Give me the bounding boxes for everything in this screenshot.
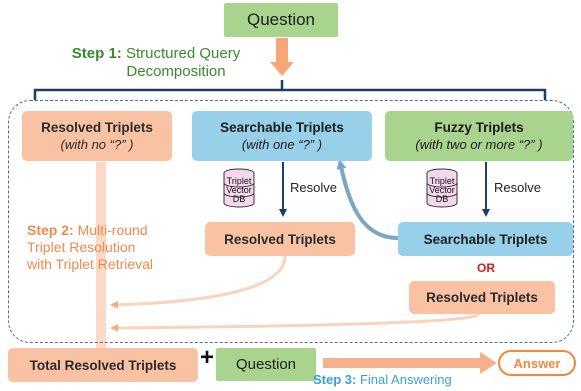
resolved-mid-title: Resolved Triplets bbox=[224, 231, 336, 247]
decomposition-bracket bbox=[33, 88, 547, 100]
fuzzy-triplets-top: Fuzzy Triplets (with two or more “?” ) bbox=[385, 111, 573, 161]
answer-label: Answer bbox=[513, 355, 561, 371]
final-arrow-shaft bbox=[323, 358, 483, 368]
final-arrow-head bbox=[480, 352, 497, 374]
question-down-arrow-shaft bbox=[276, 38, 288, 62]
step3-prefix: Step 3: bbox=[313, 372, 357, 387]
db-left-line3: DB bbox=[232, 194, 246, 204]
resolved-top-sub: (with no “?” ) bbox=[60, 137, 134, 152]
db-right-line2: Vector bbox=[429, 185, 455, 195]
resolved-triplets-mid: Resolved Triplets bbox=[205, 222, 355, 256]
question-box-bottom: Question bbox=[216, 348, 316, 381]
step2-label: Step 2: Multi-round Triplet Resolution w… bbox=[27, 222, 187, 273]
db-left-line1: Triplet bbox=[226, 176, 252, 186]
fuzzy-top-title: Fuzzy Triplets bbox=[434, 120, 524, 135]
resolved-triplets-top: Resolved Triplets (with no “?” ) bbox=[22, 111, 172, 161]
plus-sign: + bbox=[199, 344, 214, 371]
searchable-top-title: Searchable Triplets bbox=[220, 120, 344, 135]
db-left-line2: Vector bbox=[226, 185, 252, 195]
step3-label: Step 3: Final Answering bbox=[313, 372, 452, 387]
resolved-pipe bbox=[96, 162, 106, 348]
triplet-vector-db-icon: Triplet Vector DB bbox=[222, 168, 256, 208]
question-bottom-label: Question bbox=[235, 356, 297, 373]
question-top-label: Question bbox=[246, 10, 316, 29]
resolve-label-left: Resolve bbox=[290, 180, 337, 195]
resolve-label-right: Resolve bbox=[494, 180, 541, 195]
db-right-line3: DB bbox=[435, 194, 449, 204]
resolution-dashed-container bbox=[8, 100, 574, 343]
step2-text-line2: Triplet Resolution bbox=[27, 239, 136, 255]
resolved-top-title: Resolved Triplets bbox=[41, 120, 153, 135]
step1-text-line1: Structured Query bbox=[125, 45, 241, 62]
searchable-mid-title: Searchable Triplets bbox=[423, 231, 548, 247]
question-box-top: Question bbox=[224, 3, 338, 37]
searchable-top-sub: (with one “?” ) bbox=[241, 137, 323, 152]
triplet-vector-db-icon: Triplet Vector DB bbox=[425, 168, 459, 208]
searchable-triplets-mid: Searchable Triplets bbox=[398, 222, 573, 256]
answer-pill: Answer bbox=[498, 350, 576, 376]
step2-text-line1: Multi-round bbox=[77, 222, 148, 238]
db-right-line1: Triplet bbox=[429, 176, 455, 186]
right-to-pipe-arrow bbox=[110, 312, 480, 332]
resolved-triplets-right: Resolved Triplets bbox=[409, 281, 555, 314]
total-title: Total Resolved Triplets bbox=[29, 357, 177, 373]
step2-prefix: Step 2: bbox=[27, 222, 74, 238]
resolved-right-title: Resolved Triplets bbox=[426, 290, 538, 305]
step3-text: Final Answering bbox=[359, 372, 452, 387]
fuzzy-top-sub: (with two or more “?” ) bbox=[415, 137, 543, 152]
step1-prefix: Step 1: bbox=[71, 45, 122, 62]
total-resolved-triplets: Total Resolved Triplets bbox=[8, 348, 198, 382]
loop-back-arrow bbox=[336, 159, 399, 240]
step2-text-line3: with Triplet Retrieval bbox=[27, 256, 154, 272]
searchable-triplets-top: Searchable Triplets (with one “?” ) bbox=[192, 111, 372, 161]
step1-label: Step 1: Structured Query Decomposition bbox=[36, 45, 276, 81]
question-down-arrow-head bbox=[270, 62, 294, 76]
mid-to-pipe-arrow bbox=[110, 255, 287, 309]
or-label: OR bbox=[477, 261, 495, 275]
step1-text-line2: Decomposition bbox=[126, 63, 226, 80]
